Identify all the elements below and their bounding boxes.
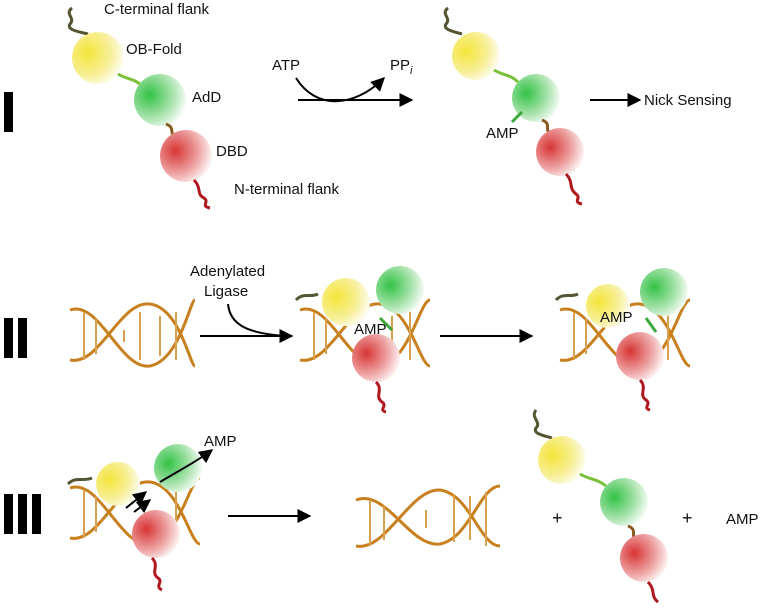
- n-terminal-flank: [192, 178, 211, 210]
- ligase-released: [532, 409, 668, 604]
- ob-fold-domain: [586, 284, 630, 328]
- label-amp-released: AMP: [204, 433, 237, 450]
- dna-helix-sealed: [355, 484, 501, 548]
- dbd-domain: [616, 332, 664, 380]
- ob-fold-domain: [452, 32, 500, 80]
- dbd-domain: [536, 128, 584, 176]
- label-plus-1: +: [552, 508, 563, 528]
- dna-ligase-complex-3: [66, 444, 202, 592]
- label-amp-final: AMP: [726, 511, 759, 528]
- svg-text:PPi: PPi: [390, 57, 413, 77]
- ligase-stage1-right: [443, 6, 584, 206]
- add-domain: [512, 74, 560, 122]
- add-domain: [376, 266, 424, 314]
- linker-ob-add: [117, 72, 144, 88]
- add-domain: [640, 268, 688, 316]
- ob-fold-domain: [72, 32, 124, 84]
- dbd-domain: [620, 534, 668, 582]
- label-nick-sensing: Nick Sensing: [644, 92, 732, 109]
- label-amp-stage2b: AMP: [600, 309, 633, 326]
- stage-numeral-1: [4, 92, 13, 132]
- label-atp: ATP: [272, 57, 300, 74]
- label-c-terminal-flank: C-terminal flank: [104, 1, 210, 18]
- label-adenylated-line1: Adenylated: [190, 263, 265, 280]
- label-ppi: PPi: [390, 57, 413, 77]
- label-add: AdD: [192, 89, 221, 106]
- stage-numeral-2: [4, 318, 27, 358]
- dna-ligase-complex-2: [554, 268, 691, 412]
- ligase-stage1-left: [67, 6, 212, 210]
- add-domain: [134, 74, 186, 126]
- label-adenylated-line2: Ligase: [204, 283, 248, 300]
- amp-bond: [510, 110, 524, 124]
- ob-fold-domain: [96, 462, 140, 506]
- label-n-terminal-flank: N-terminal flank: [234, 181, 340, 198]
- label-plus-2: +: [682, 508, 693, 528]
- ob-fold-domain: [538, 436, 586, 484]
- label-amp-stage1: AMP: [486, 125, 519, 142]
- ob-fold-domain: [322, 278, 370, 326]
- dbd-domain: [160, 130, 212, 182]
- dbd-domain: [352, 334, 400, 382]
- label-amp-stage2a: AMP: [354, 321, 387, 338]
- amp-release-arrow: [159, 449, 214, 483]
- dbd-domain: [132, 510, 180, 558]
- add-domain: [600, 478, 648, 526]
- atp-curve-arrow: [295, 77, 385, 103]
- add-domain: [154, 444, 202, 492]
- c-terminal-flank: [67, 6, 89, 36]
- dna-ligase-complex-1: [294, 266, 431, 414]
- dna-helix-1: [69, 298, 197, 368]
- label-dbd: DBD: [216, 143, 248, 160]
- label-ob-fold: OB-Fold: [126, 41, 182, 58]
- ligase-join-arrow: [227, 303, 289, 337]
- stage-numeral-3: [4, 494, 41, 534]
